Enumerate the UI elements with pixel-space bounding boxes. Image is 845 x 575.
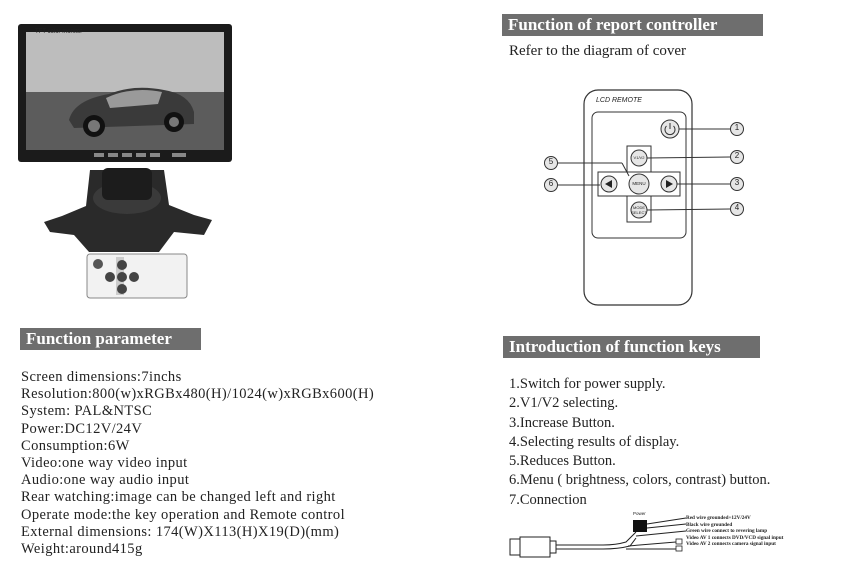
callout-3: 3 (734, 178, 740, 187)
function-key-item: 6.Menu ( brightness, colors, contrast) b… (509, 472, 771, 489)
function-keys-title: Introduction of function keys (503, 336, 760, 358)
function-key-item: 7.Connection (509, 491, 587, 508)
parameter-item: Resolution:800(w)xRGBx480(H)/1024(w)xRGB… (21, 386, 375, 403)
parameter-item: Weight:around415g (21, 541, 143, 558)
parameter-item: Rear watching:image can be changed left … (21, 489, 336, 506)
function-key-item: 3.Increase Button. (509, 414, 615, 431)
remote-label: LCD REMOTE (596, 97, 642, 104)
wire-label: Black wire grounded (686, 521, 733, 528)
function-key-item: 4.Selecting results of display. (509, 433, 680, 450)
function-key-item: 2.V1/V2 selecting. (509, 395, 619, 412)
wire-label: Video AV 2 connects camera signal input (686, 541, 776, 548)
parameter-item: Consumption:6W (21, 437, 130, 454)
parameter-item: Operate mode:the key operation and Remot… (21, 506, 345, 523)
parameter-item: Power:DC12V/24V (21, 420, 143, 437)
monitor-illustration (18, 24, 232, 252)
remote-diagram (544, 89, 744, 306)
parameter-item: Video:one way video input (21, 455, 188, 472)
mode-button-label: MODE SELECT (631, 205, 647, 215)
cable-wire-labels: Red wire grounded+12V/24V Black wire gro… (686, 515, 783, 548)
callout-4: 4 (734, 203, 740, 212)
parameter-item: Audio:one way audio input (21, 472, 190, 489)
callout-2: 2 (734, 151, 740, 160)
parameter-item: Screen dimensions:7inchs (21, 369, 182, 385)
parameter-item: External dimensions: 174(W)X113(H)X19(D)… (21, 523, 340, 540)
parameters-list: Screen dimensions:7inchs Resolution:800(… (21, 369, 374, 558)
wire-label: Red wire grounded+12V/24V (686, 515, 751, 521)
remote-section-subtitle: Refer to the diagram of cover (509, 43, 687, 59)
small-remote-illustration (86, 253, 188, 299)
parameters-title: Function parameter (20, 328, 201, 350)
function-key-item: 1.Switch for power supply. (509, 376, 666, 392)
callout-1: 1 (734, 123, 740, 132)
screen-caption: TFT color monitor (35, 29, 83, 35)
v1v2-button-label: V1/V2 (633, 155, 645, 160)
callout-6: 6 (548, 179, 554, 188)
wire-label: Green wire connect to revering lamp (686, 528, 768, 535)
power-box-label: Power (633, 511, 646, 516)
wire-label: Video AV 1 connects DVD/VCD signal input (686, 534, 784, 541)
menu-button-label: MENU (632, 181, 646, 186)
cable-diagram (509, 517, 687, 558)
function-key-item: 5.Reduces Button. (509, 453, 616, 470)
function-keys-list: 1.Switch for power supply. 2.V1/V2 selec… (509, 375, 770, 510)
callout-5: 5 (548, 157, 554, 166)
remote-section-title: Function of report controller (502, 14, 763, 36)
parameter-item: System: PAL&NTSC (21, 403, 153, 420)
